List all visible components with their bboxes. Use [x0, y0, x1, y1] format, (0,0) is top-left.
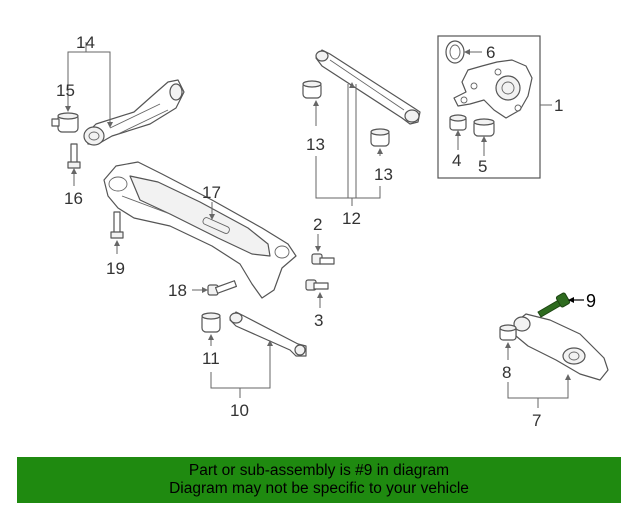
callout-13-left: 13 [306, 135, 325, 154]
seal-ring-part-6[interactable] [445, 40, 465, 64]
knuckle-part-1[interactable] [453, 59, 533, 119]
bushing-part-13-left[interactable] [302, 80, 322, 99]
callout-1: 1 [554, 96, 563, 115]
bushing-part-5[interactable] [473, 118, 495, 137]
callout-7: 7 [532, 411, 541, 430]
control-arm-part-14[interactable] [83, 79, 185, 146]
bushing-part-11[interactable] [201, 312, 221, 333]
bolt-part-16[interactable] [67, 143, 81, 169]
callout-17: 17 [202, 183, 221, 202]
bolt-part-3[interactable] [305, 279, 329, 291]
callout-14: 14 [76, 33, 95, 52]
callout-8: 8 [502, 363, 511, 382]
callout-18: 18 [168, 281, 187, 300]
bolt-part-18[interactable] [207, 280, 238, 296]
bushing-part-4[interactable] [449, 114, 467, 131]
callout-5: 5 [478, 157, 487, 176]
banner-line-disclaimer: Diagram may not be specific to your vehi… [169, 480, 469, 497]
bolt-part-19[interactable] [110, 211, 124, 239]
lateral-link-part-12[interactable] [315, 49, 421, 125]
callout-11: 11 [202, 349, 220, 368]
bolt-part-2[interactable] [311, 253, 335, 265]
assembly-box-1 [437, 35, 541, 179]
callout-12: 12 [342, 209, 361, 228]
callout-9: 9 [586, 291, 596, 311]
callout-16: 16 [64, 189, 83, 208]
bushing-part-13-right[interactable] [370, 128, 390, 147]
crossmember-part-17[interactable] [103, 161, 297, 299]
callout-19: 19 [106, 259, 125, 278]
info-banner: Part or sub-assembly is #9 in diagram Di… [17, 457, 621, 503]
banner-line-part-number: Part or sub-assembly is #9 in diagram [188, 462, 450, 479]
bolt-part-9-highlighted[interactable] [537, 292, 571, 318]
lower-arm-part-7[interactable] [513, 313, 609, 381]
callout-6: 6 [486, 43, 495, 62]
callout-13-right: 13 [374, 165, 393, 184]
parts-diagram: 1 2 3 4 5 6 7 8 9 10 11 12 13 13 14 15 1… [51, 33, 609, 430]
callout-4: 4 [452, 151, 461, 170]
callout-15: 15 [56, 81, 75, 100]
lower-link-part-10[interactable] [229, 311, 307, 357]
bushing-part-8[interactable] [499, 324, 517, 341]
bushing-part-15[interactable] [51, 112, 79, 133]
callout-3: 3 [314, 311, 323, 330]
callout-10: 10 [230, 401, 249, 420]
callout-2: 2 [313, 215, 322, 234]
